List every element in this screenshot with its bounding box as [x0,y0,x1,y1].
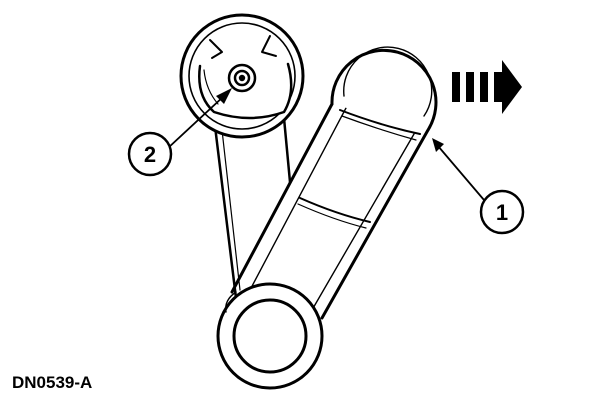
tensioner-body-shade-line [221,129,241,291]
tensioner-rim-notch-right [261,35,277,57]
tensioner-rim-notch-left [209,39,223,59]
tensioner-pulley-inner-rim [188,22,296,130]
tensioner-hub-shade [203,69,219,105]
leader-arrowhead-1 [432,138,444,152]
callout-2: 2 [127,131,173,177]
bolt-center [238,74,246,82]
leader-arrowhead-2 [216,88,232,104]
front-arm-right-edge [320,128,430,320]
callout-1-circle [479,189,525,235]
tensioner-body-left-edge [212,116,238,300]
striped-right-arrow-icon [452,60,522,114]
front-arm-band-mid-2 [297,203,367,229]
front-arm [216,46,438,390]
callout-1: 1 [479,189,525,235]
callout-1-number: 1 [496,200,508,225]
tensioner-body-right-edge [282,116,292,184]
figure-reference-code: DN0539-A [12,373,92,392]
bolt-socket [233,69,251,87]
callout-2-circle [127,131,173,177]
leader-line-2 [167,95,225,149]
leader-line-1 [437,145,485,201]
front-arm-bottom-ring [232,298,308,374]
front-arm-band-mid-1 [299,197,371,223]
front-arm-top-end [330,48,438,132]
front-arm-band-top-1 [339,109,421,135]
front-arm-top-end-inner [343,46,433,117]
front-arm-highlight-right [311,133,415,311]
callout-2-number: 2 [144,142,156,167]
front-arm-band-top-2 [341,115,417,141]
front-arm-bottom-shade [225,291,237,313]
tensioner-body [179,13,305,307]
front-arm-left-edge [230,102,334,294]
front-arm-highlight-left [249,107,347,291]
